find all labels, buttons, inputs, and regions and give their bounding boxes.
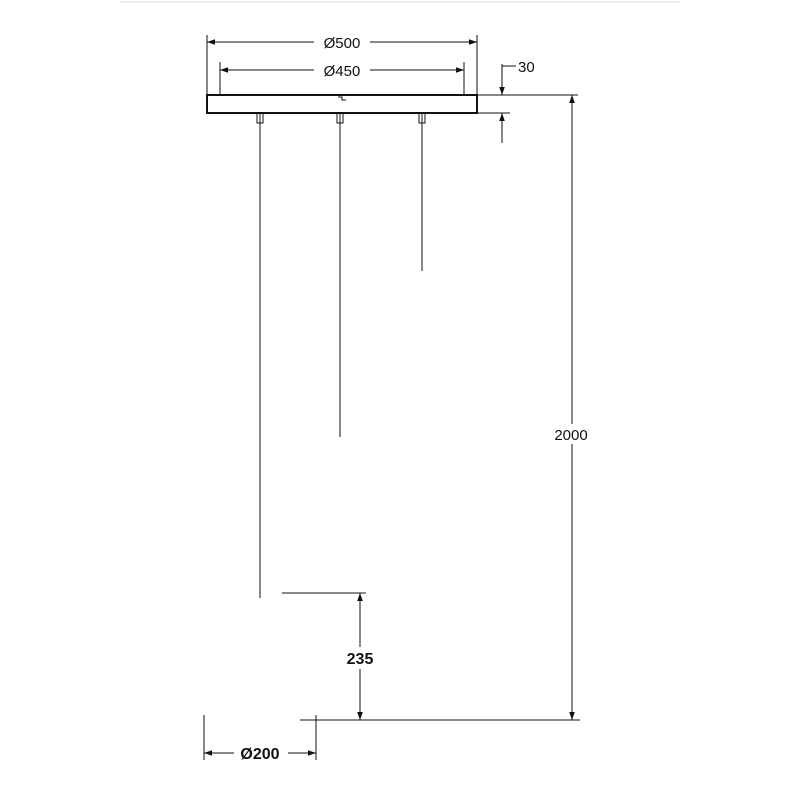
canopy-inner-diameter-label: Ø450 — [324, 63, 361, 80]
dim-total-drop: 2000 — [300, 95, 594, 721]
shade-height-label: 235 — [347, 651, 374, 668]
canopy-outer-diameter-label: Ø500 — [324, 35, 361, 52]
dim-canopy-height: 30 — [477, 59, 578, 143]
ceiling-canopy — [206, 94, 478, 114]
pendant-1 — [418, 112, 426, 287]
shade-diameter-label: Ø200 — [240, 746, 279, 763]
dim-canopy-outer: Ø500 — [206, 33, 478, 95]
pendant-3 — [256, 112, 264, 614]
canopy-screw-mark — [338, 96, 346, 101]
dim-shade-height: 235 — [282, 592, 382, 720]
canopy-height-label: 30 — [518, 59, 535, 76]
dim-canopy-inner: Ø450 — [219, 61, 465, 95]
pendant-2 — [336, 112, 344, 453]
dim-shade-diameter: Ø200 — [203, 715, 317, 764]
total-drop-label: 2000 — [554, 427, 587, 444]
